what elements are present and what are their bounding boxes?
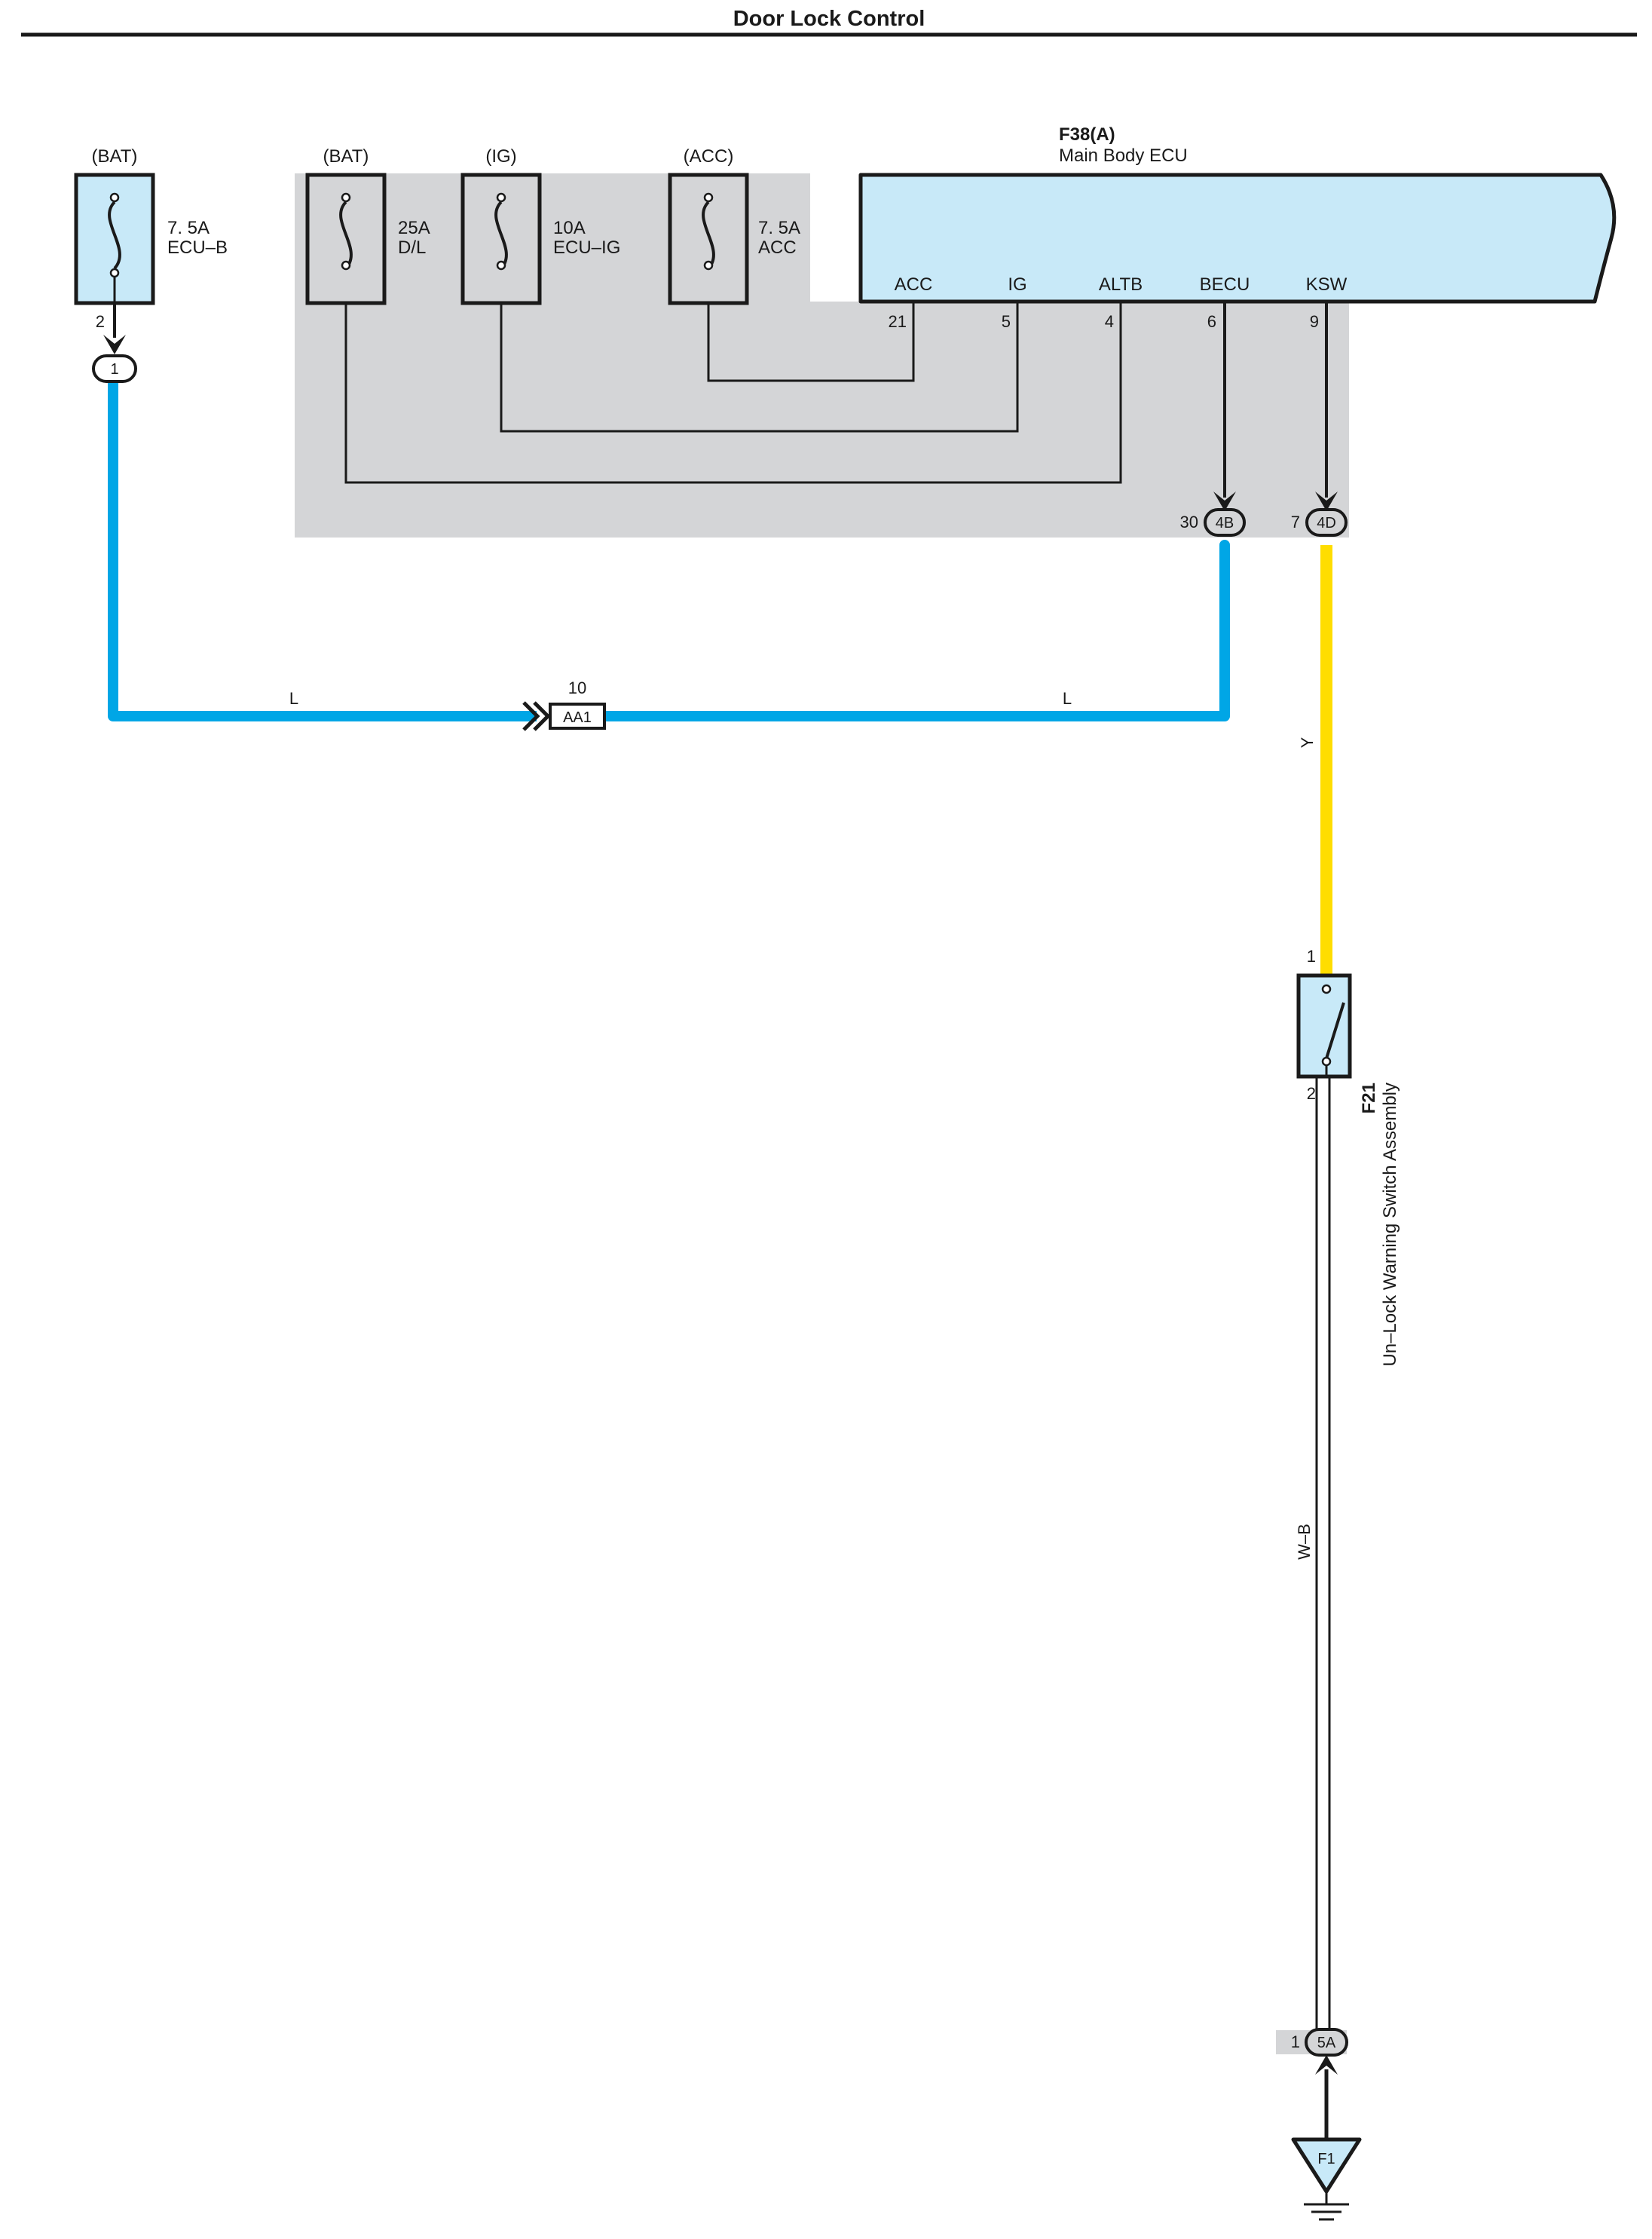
fuse-ecu-ig-source: (IG) — [485, 146, 516, 167]
arrow-4d — [1315, 492, 1338, 511]
fuse-ecu-b: (BAT) 7. 5A ECU–B — [74, 146, 228, 305]
fuse-ecu-ig-name: ECU–IG — [553, 237, 620, 258]
connector-4d-label: 4D — [1317, 515, 1336, 531]
wire-white-black — [1315, 1077, 1331, 2030]
connector-fuse-out-pin: 2 — [96, 312, 105, 331]
ecu-pin-becu: 6 — [1207, 312, 1216, 331]
fuse-ecu-b-rating: 7. 5A — [167, 218, 210, 238]
connector-5a-pin: 1 — [1291, 2032, 1300, 2051]
connector-fuse-out: 1 — [92, 354, 137, 383]
wire-label-yellow: Y — [1298, 737, 1317, 748]
switch-code: F21 — [1359, 1083, 1379, 1113]
ecu-terminal-acc: ACC — [895, 274, 933, 295]
connector-4d: 4D — [1305, 508, 1348, 537]
fuse-ecu-b-name: ECU–B — [167, 237, 228, 258]
ecu-pin-altb: 4 — [1105, 312, 1114, 331]
ecu-internal-traces — [344, 270, 1122, 484]
arrow-fuse-out — [103, 335, 126, 354]
switch-name: Un–Lock Warning Switch Assembly — [1380, 1083, 1400, 1367]
fuse-ecu-ig-rating: 10A — [553, 218, 586, 238]
switch-pin-top: 1 — [1307, 947, 1316, 966]
junction-aa1-pin: 10 — [568, 678, 586, 697]
connector-5a-label: 5A — [1317, 2035, 1336, 2051]
ecu-terminal-altb: ALTB — [1099, 274, 1143, 295]
fuse-acc: (ACC) 7. 5A ACC — [668, 146, 800, 305]
fuse-ecu-ig: (IG) 10A ECU–IG — [460, 146, 620, 305]
connector-4d-pin: 7 — [1291, 513, 1300, 531]
ecu-pin-acc: 21 — [889, 312, 907, 331]
junction-block-area — [295, 173, 1349, 538]
fuse-acc-name: ACC — [758, 237, 797, 258]
wire-label-white-black: W–B — [1295, 1524, 1314, 1560]
fuse-acc-rating: 7. 5A — [758, 218, 800, 238]
ecu-terminal-becu: BECU — [1200, 274, 1250, 295]
fuse-acc-source: (ACC) — [684, 146, 734, 167]
diagram-title: Door Lock Control — [733, 7, 925, 31]
fuse-dl-rating: 25A — [398, 218, 430, 238]
junction-aa1: AA1 — [522, 701, 606, 731]
junction-aa1-label: AA1 — [563, 709, 592, 726]
ground-f1: F1 — [1291, 2137, 1362, 2221]
wire-blue-l — [108, 375, 1230, 721]
connector-4b-pin: 30 — [1180, 513, 1198, 531]
arrow-4b — [1213, 492, 1236, 511]
main-body-ecu: F38(A) Main Body ECU ACC IG ALTB BECU KS… — [858, 124, 1617, 304]
fuse-ecu-b-source: (BAT) — [92, 146, 138, 167]
switch-pin-bottom: 2 — [1307, 1084, 1316, 1103]
connector-4b-label: 4B — [1216, 515, 1234, 531]
connector-fuse-out-label: 1 — [110, 361, 118, 378]
ecu-terminal-ig: IG — [1008, 274, 1026, 295]
connector-5a: 5A — [1305, 2028, 1348, 2057]
ecu-pin-ig: 5 — [1002, 312, 1011, 331]
wire-label-blue-left: L — [289, 689, 298, 708]
ecu-name: Main Body ECU — [1059, 145, 1188, 166]
ground-f1-label: F1 — [1317, 2151, 1335, 2167]
unlock-warning-switch — [1296, 973, 1352, 1079]
ecu-code: F38(A) — [1059, 124, 1115, 145]
ecu-pin-ksw: 9 — [1310, 312, 1319, 331]
arrow-5a — [1315, 2055, 1338, 2075]
connector-4b: 4B — [1204, 508, 1246, 537]
wire-label-blue-right: L — [1063, 689, 1072, 708]
fuse-dl-name: D/L — [398, 237, 426, 258]
fuse-dl: (BAT) 25A D/L — [305, 146, 430, 305]
fuse-dl-source: (BAT) — [323, 146, 369, 167]
ecu-terminal-ksw: KSW — [1306, 274, 1348, 295]
